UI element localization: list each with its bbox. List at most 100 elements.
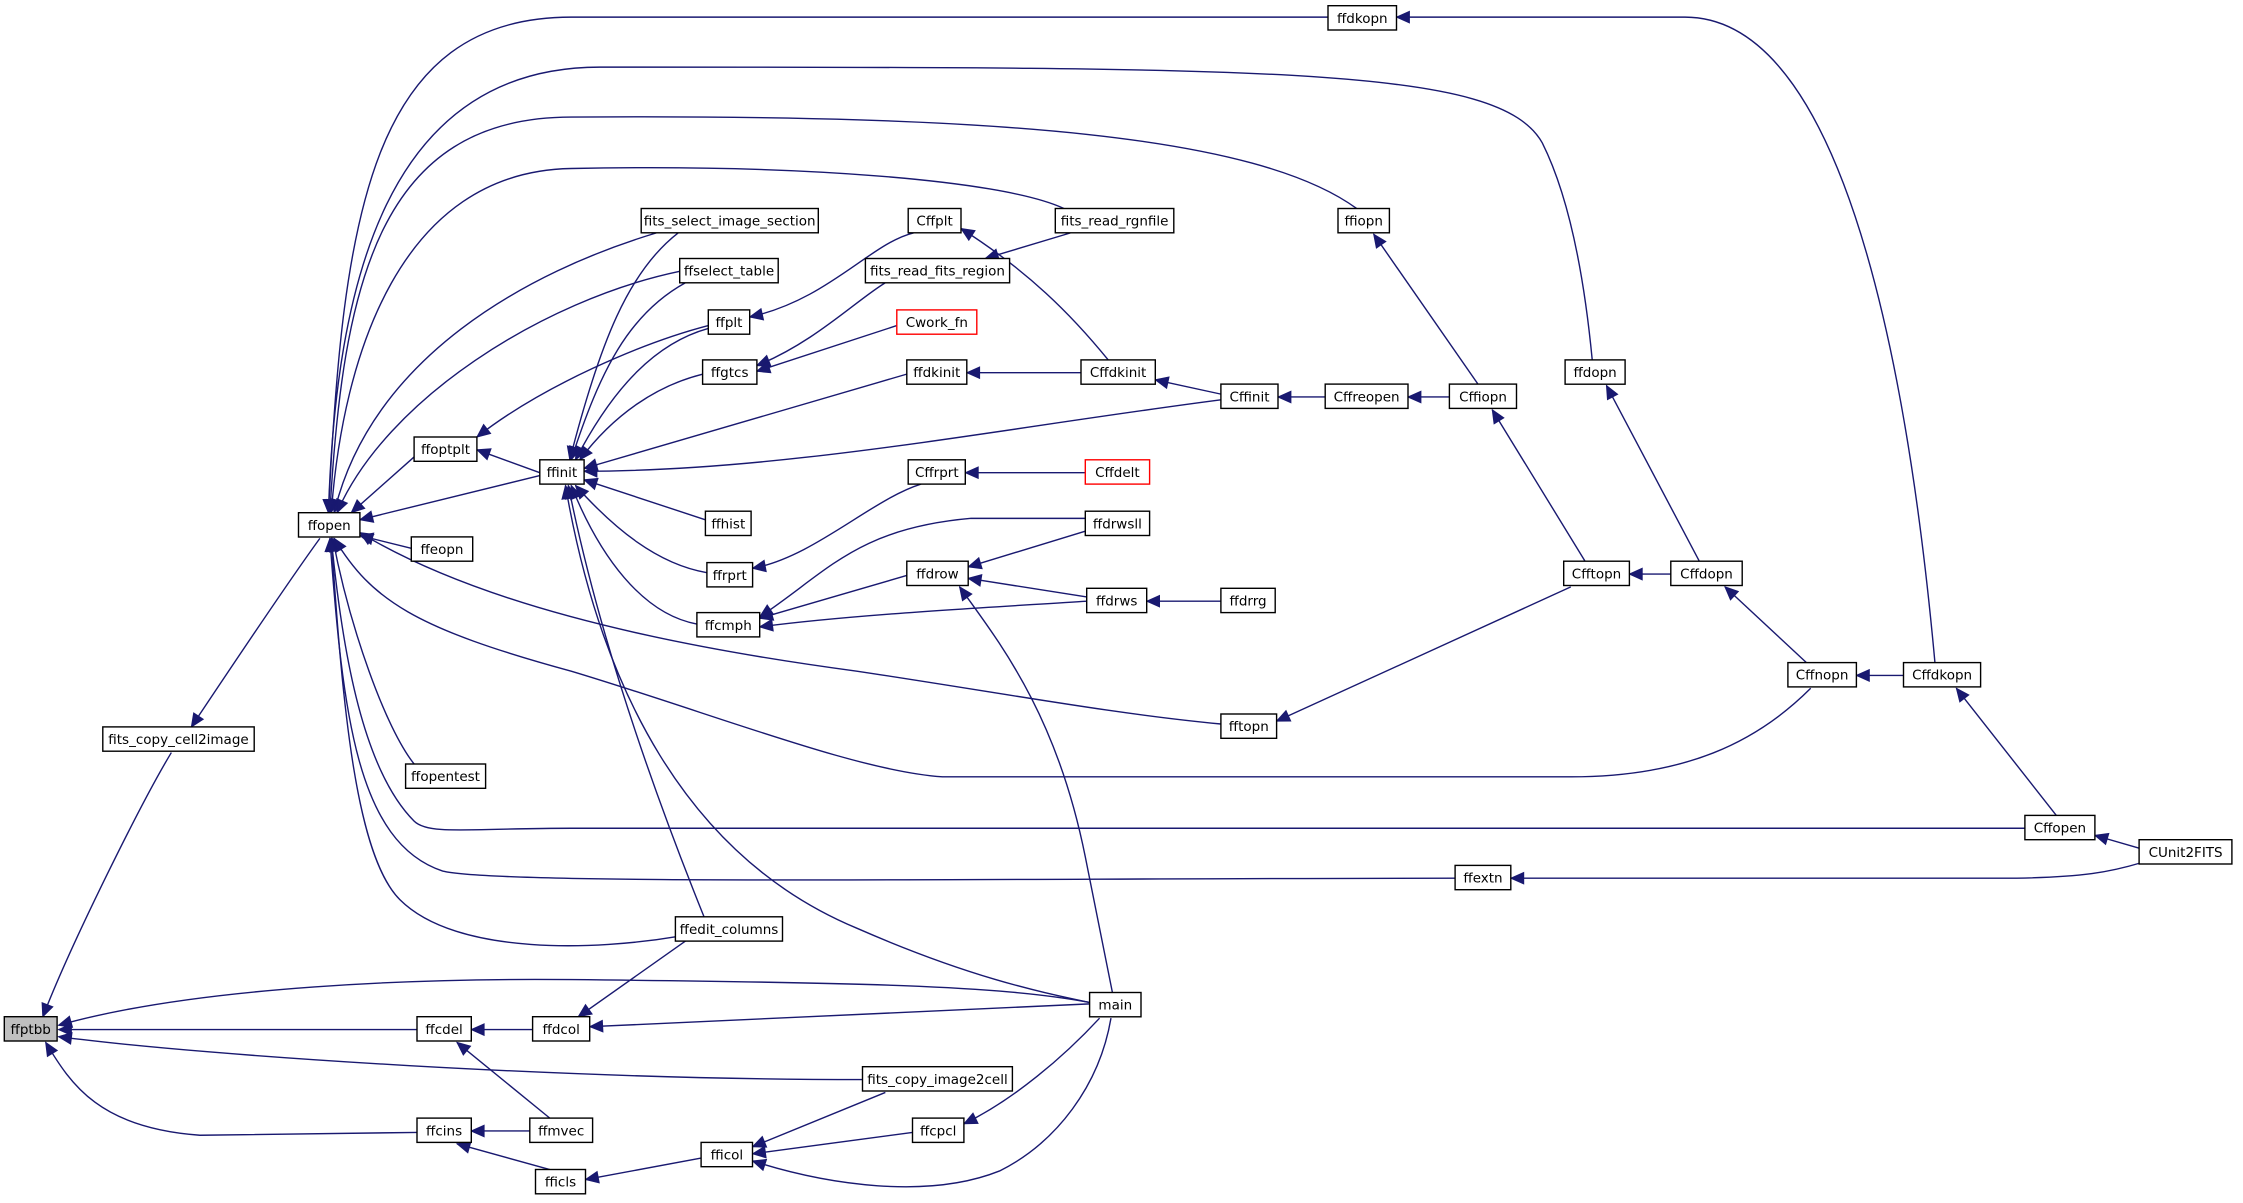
node-ffrprt[interactable]: ffrprt xyxy=(706,561,754,588)
edge-line xyxy=(570,233,679,460)
node-ffcins[interactable]: ffcins xyxy=(416,1117,472,1144)
node-fits_copy_cell2image[interactable]: fits_copy_cell2image xyxy=(102,726,255,752)
node-ffdopn[interactable]: ffdopn xyxy=(1564,359,1626,385)
node-Cffdkopn[interactable]: Cffdkopn xyxy=(1902,661,1982,688)
node-ffdrrg[interactable]: ffdrrg xyxy=(1220,587,1276,614)
edge-Cffrprt-to-ffrprt xyxy=(751,484,922,573)
node-ffdcol[interactable]: ffdcol xyxy=(531,1016,591,1042)
edge-ffplt-to-ffoptplt xyxy=(476,326,708,438)
node-ffoptplt[interactable]: ffoptplt xyxy=(413,436,478,462)
edge-ffinit-to-ffoptplt xyxy=(475,448,540,473)
edge-Cffiopn-to-Cffreopen xyxy=(1406,390,1449,404)
node-label: ffcmph xyxy=(705,618,752,634)
node-ffmvec[interactable]: ffmvec xyxy=(529,1117,594,1144)
edge-main-to-fficol xyxy=(751,1018,1111,1187)
edge-ffedit_columns-to-ffinit xyxy=(564,484,704,917)
node-ffgtcs[interactable]: ffgtcs xyxy=(701,359,758,385)
node-Cwork_fn[interactable]: Cwork_fn xyxy=(896,309,978,335)
node-label: Cffrprt xyxy=(915,465,959,481)
node-ffopen[interactable]: ffopen xyxy=(297,512,361,538)
edge-ffoptplt-to-ffopen xyxy=(350,457,414,514)
edge-ffdkinit-to-ffinit xyxy=(582,374,907,471)
edge-fficol-to-fficls xyxy=(584,1158,701,1184)
arrowhead xyxy=(758,604,775,618)
arrowhead xyxy=(758,618,774,632)
edge-line xyxy=(580,374,703,460)
node-fits_read_fits_region[interactable]: fits_read_fits_region xyxy=(864,257,1011,284)
edge-line xyxy=(191,538,320,726)
arrowhead xyxy=(751,1158,768,1172)
node-ffcmph[interactable]: ffcmph xyxy=(696,611,761,638)
node-ffselect_table[interactable]: ffselect_table xyxy=(679,257,779,284)
node-label: Cffinit xyxy=(1229,389,1269,405)
arrowhead xyxy=(455,1141,472,1154)
edge-fits_select_image_section-to-ffinit xyxy=(566,233,679,461)
arrowhead xyxy=(1154,376,1170,390)
node-box xyxy=(640,207,820,234)
node-label: ffdkinit xyxy=(913,365,960,381)
node-ffeopn[interactable]: ffeopn xyxy=(410,536,474,562)
node-ffhist[interactable]: ffhist xyxy=(704,510,752,537)
node-fits_read_rgnfile[interactable]: fits_read_rgnfile xyxy=(1054,207,1175,234)
node-ffiopn[interactable]: ffiopn xyxy=(1337,207,1391,234)
edge-main-to-ffinit xyxy=(561,484,1090,1003)
node-main[interactable]: main xyxy=(1088,991,1142,1018)
node-fits_copy_image2cell[interactable]: fits_copy_image2cell xyxy=(861,1065,1014,1092)
node-label: Cwork_fn xyxy=(906,315,968,331)
node-ffptbb[interactable]: ffptbb xyxy=(3,1016,58,1042)
node-box xyxy=(1080,359,1157,385)
arrowhead xyxy=(1605,384,1619,401)
node-Cffrprt[interactable]: Cffrprt xyxy=(907,459,967,485)
node-ffdrow[interactable]: ffdrow xyxy=(906,560,969,587)
node-ffplt[interactable]: ffplt xyxy=(707,309,751,335)
edge-Cffdkopn-to-Cffnopn xyxy=(1855,668,1903,682)
edge-line xyxy=(960,587,1113,993)
node-ffdrws[interactable]: ffdrws xyxy=(1085,587,1148,614)
node-label: fits_read_rgnfile xyxy=(1061,214,1169,230)
node-ffextn[interactable]: ffextn xyxy=(1454,864,1512,891)
edge-line xyxy=(457,1042,550,1118)
node-Cffdelt[interactable]: Cffdelt xyxy=(1084,459,1151,485)
node-ffinit[interactable]: ffinit xyxy=(539,459,585,485)
arrowhead xyxy=(958,585,973,602)
node-layer: ffptbb fits_copy_cell2image ffopen ffoptplt… xyxy=(3,4,2233,1195)
node-ffdkinit[interactable]: ffdkinit xyxy=(906,359,968,385)
node-Cffnopn[interactable]: Cffnopn xyxy=(1787,661,1858,688)
edge-ffhist-to-ffinit xyxy=(582,477,705,519)
node-label: ffptbb xyxy=(11,1022,51,1038)
node-fits_select_image_section[interactable]: fits_select_image_section xyxy=(640,207,820,234)
arrowhead xyxy=(2093,832,2110,846)
node-box xyxy=(907,207,962,234)
edge-line xyxy=(331,538,675,945)
node-fftopn[interactable]: fftopn xyxy=(1220,713,1278,739)
node-ffedit_columns[interactable]: ffedit_columns xyxy=(674,916,784,942)
node-Cfftopn[interactable]: Cfftopn xyxy=(1562,560,1631,587)
node-fficol[interactable]: fficol xyxy=(700,1141,754,1168)
node-Cffinit[interactable]: Cffinit xyxy=(1220,383,1279,410)
node-Cffdopn[interactable]: Cffdopn xyxy=(1670,560,1743,587)
edge-line xyxy=(753,484,922,568)
node-Cffreopen[interactable]: Cffreopen xyxy=(1324,383,1409,410)
node-label: Cfftopn xyxy=(1572,566,1621,582)
edge-line xyxy=(360,476,540,520)
arrowhead xyxy=(1509,871,1525,885)
edge-CUnit2FITS-to-ffextn xyxy=(1509,863,2142,885)
node-ffcdel[interactable]: ffcdel xyxy=(416,1016,472,1042)
node-ffdrwsll[interactable]: ffdrwsll xyxy=(1084,510,1151,537)
edge-ffdrws-to-ffdrow xyxy=(966,574,1087,597)
node-Cffplt[interactable]: Cffplt xyxy=(907,207,962,234)
edge-line xyxy=(1956,688,2056,815)
node-box xyxy=(1564,359,1626,385)
node-fficls[interactable]: fficls xyxy=(534,1168,587,1195)
edge-ffcdel-to-ffptbb xyxy=(57,1023,417,1037)
node-ffopentest[interactable]: ffopentest xyxy=(404,763,487,789)
node-Cffopen[interactable]: Cffopen xyxy=(2024,814,2096,841)
node-Cffdkinit[interactable]: Cffdkinit xyxy=(1080,359,1157,385)
node-CUnit2FITS[interactable]: CUnit2FITS xyxy=(2138,839,2233,865)
node-box xyxy=(707,309,751,335)
edge-ffopentest-to-ffopen xyxy=(328,537,415,764)
node-ffdkopn[interactable]: ffdkopn xyxy=(1327,4,1398,31)
node-ffcpcl[interactable]: ffcpcl xyxy=(911,1117,965,1144)
arrowhead xyxy=(751,559,767,573)
node-Cffiopn[interactable]: Cffiopn xyxy=(1448,383,1518,410)
